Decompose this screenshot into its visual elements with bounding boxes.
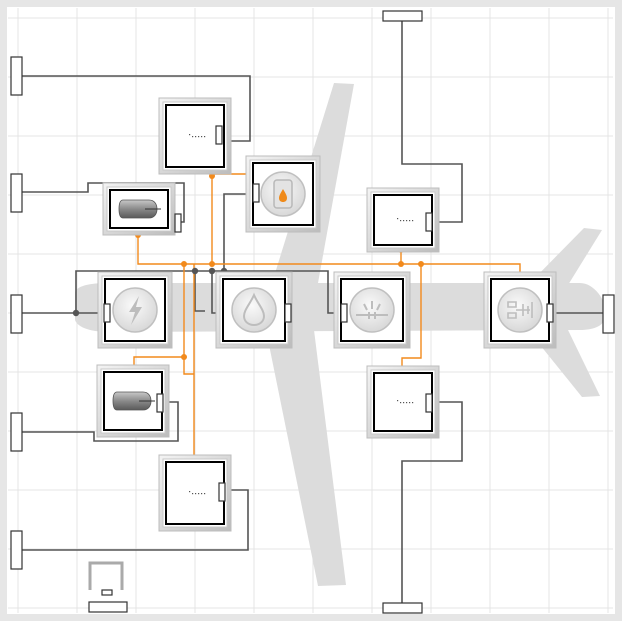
connectors: [10, 10, 615, 614]
hydraulic-power-block[interactable]: [215, 271, 293, 349]
connector-bottom-left[interactable]: [88, 601, 128, 613]
air-flow-icon: [349, 287, 395, 333]
subsystem-bottom-left-port[interactable]: [218, 482, 226, 502]
subsystem-icon: [189, 134, 206, 138]
electric-power-port[interactable]: [103, 303, 111, 323]
subsystem-right-lower-block[interactable]: [366, 365, 440, 439]
jet-engine-icon: [118, 199, 161, 219]
engine-left-upper-port[interactable]: [174, 213, 182, 233]
connector-bottom-left-pin: [101, 589, 113, 596]
blocks: [96, 97, 557, 532]
fuel-tank-block[interactable]: [245, 155, 321, 233]
landing-gear-icon: [497, 287, 543, 333]
connector-bottom[interactable]: [382, 602, 423, 614]
connector-top[interactable]: [382, 10, 423, 22]
engine-left-lower-block[interactable]: [96, 364, 170, 438]
subsystem-right-lower-port[interactable]: [425, 393, 433, 413]
subsystem-icon: [189, 491, 206, 495]
jet-engine-icon: [112, 391, 155, 411]
fuel-barrel-icon: [260, 171, 306, 217]
landing-gear-block[interactable]: [483, 271, 557, 349]
engine-left-upper-block[interactable]: [102, 182, 182, 236]
hydraulic-power-port[interactable]: [284, 303, 292, 323]
water-drop-icon: [231, 287, 277, 333]
engine-left-lower-port[interactable]: [156, 393, 164, 413]
subsystem-icon: [397, 400, 414, 404]
subsystem-top-left-port[interactable]: [215, 125, 223, 145]
pneumatic-power-port[interactable]: [340, 303, 348, 323]
pneumatic-power-block[interactable]: [333, 271, 411, 349]
connector-left-3[interactable]: [10, 294, 23, 334]
electric-power-block[interactable]: [97, 271, 173, 349]
subsystem-bottom-left-block[interactable]: [158, 454, 232, 532]
subsystem-top-left-block[interactable]: [158, 97, 232, 175]
landing-gear-port[interactable]: [546, 303, 554, 323]
connector-right[interactable]: [602, 294, 615, 334]
connector-left-1[interactable]: [10, 56, 23, 96]
connector-left-5[interactable]: [10, 530, 23, 570]
connector-left-2[interactable]: [10, 173, 23, 213]
subsystem-icon: [397, 218, 414, 222]
subsystem-right-upper-block[interactable]: [366, 187, 440, 253]
fuel-tank-port[interactable]: [252, 183, 260, 203]
connector-left-4[interactable]: [10, 412, 23, 452]
lightning-bolt-icon: [112, 287, 158, 333]
subsystem-right-upper-port[interactable]: [425, 212, 433, 232]
